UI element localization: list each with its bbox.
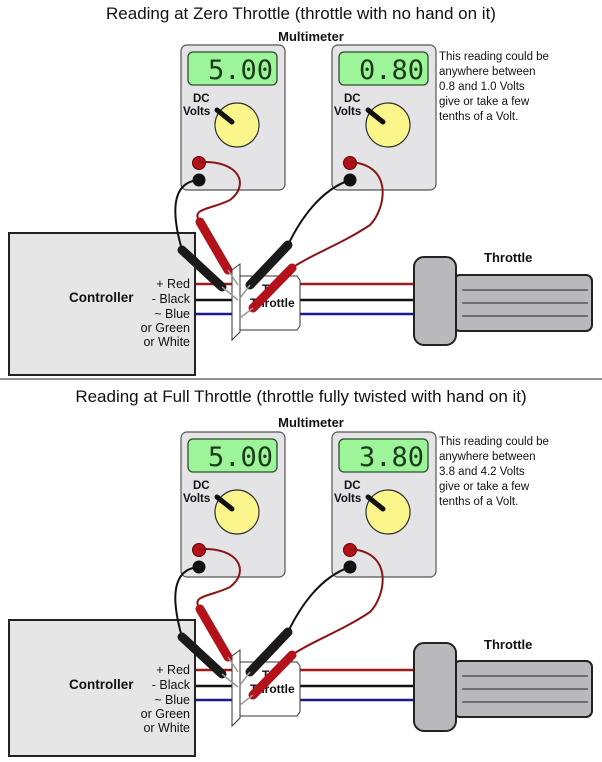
probe-red-1 (195, 217, 233, 275)
panel-full-throttle: Reading at Full Throttle (throttle fully… (8, 387, 593, 757)
dial-pointer (214, 107, 235, 125)
multimeter-heading: Multimeter (278, 415, 344, 430)
probe-black-1 (177, 245, 227, 292)
meter-mode-dc: DC (344, 480, 361, 492)
throttle-label: Throttle (484, 250, 532, 265)
probe-tip (239, 694, 254, 706)
note-line: give or take a few (439, 481, 530, 493)
meter-dial-knob[interactable] (214, 489, 260, 535)
lead-black-meter1 (174, 179, 200, 251)
controller-box (8, 232, 196, 376)
multimeter-heading: Multimeter (278, 29, 344, 44)
multimeter-signal: 0.80 DC Volts (331, 44, 437, 191)
probe-black-1 (177, 632, 227, 679)
probe-tip (239, 284, 251, 299)
dial-pointer (365, 107, 386, 125)
note-line: tenths of a Volt. (439, 496, 518, 508)
note-line: This reading could be (439, 51, 549, 63)
meter-lcd (338, 51, 429, 86)
dial-pointer (365, 494, 386, 512)
note-line: anywhere between (439, 451, 536, 463)
wire-label-red: + Red (156, 663, 190, 677)
meter-mode-volts: Volts (334, 106, 361, 118)
meter-mode-volts: Volts (334, 493, 361, 505)
meter-mode-volts: Volts (183, 493, 210, 505)
wire-label-blue: ~ Blue (154, 693, 190, 707)
lead-red-meter1 (196, 160, 241, 223)
reading-note: This reading could be anywhere between 0… (439, 51, 549, 123)
throttle-grip (413, 256, 593, 346)
reading-note: This reading could be anywhere between 3… (439, 436, 549, 508)
wire-label-red: + Red (156, 277, 190, 291)
wire-label-white: or White (143, 721, 190, 735)
meter-lcd (338, 438, 429, 473)
note-line: give or take a few (439, 96, 530, 108)
meter-mode-dc: DC (193, 480, 210, 492)
wire-label-blue: ~ Blue (154, 307, 190, 321)
controller-label: Controller (69, 677, 134, 692)
note-line: 3.8 and 4.2 Volts (439, 466, 525, 478)
lead-red-meter2 (291, 161, 384, 269)
probe-tip (221, 286, 239, 301)
wire-label-white: or White (143, 335, 190, 349)
meter-mode-volts: Volts (183, 106, 210, 118)
meter-dial-knob[interactable] (365, 489, 411, 535)
meter-mode-dc: DC (193, 93, 210, 105)
probe-red-1 (195, 604, 233, 662)
probe-tip (221, 673, 239, 688)
probe-black-2 (245, 240, 293, 290)
throttle-grip (413, 642, 593, 732)
probe-red-2 (248, 650, 297, 700)
multimeter-supply: 5.00 DC Volts (180, 44, 286, 191)
wire-label-green: or Green (141, 707, 190, 721)
lead-black-meter2 (287, 179, 351, 246)
probe-jack-red (192, 156, 206, 170)
multimeter-signal: 3.80 DC Volts (331, 431, 437, 578)
dial-pointer (214, 494, 235, 512)
note-line: anywhere between (439, 66, 536, 78)
lead-red-meter1 (196, 547, 241, 610)
wire-label-green: or Green (141, 321, 190, 335)
controller-box (8, 619, 196, 757)
meter-lcd (187, 438, 278, 473)
meter-reading: 5.00 (208, 55, 273, 86)
wire-label-black: - Black (152, 678, 191, 692)
meter-lcd (187, 51, 278, 86)
panel-title: Reading at Zero Throttle (throttle with … (106, 4, 496, 23)
note-line: tenths of a Volt. (439, 111, 518, 123)
lead-red-meter2 (291, 548, 384, 656)
panel-zero-throttle: Reading at Zero Throttle (throttle with … (8, 4, 593, 376)
meter-dial-knob[interactable] (214, 102, 260, 148)
lead-black-meter2 (287, 566, 351, 633)
meter-reading: 3.80 (359, 442, 424, 473)
probe-tip (227, 269, 239, 286)
probe-tip (239, 671, 251, 686)
probe-tip (239, 307, 254, 319)
probe-black-2 (245, 627, 293, 677)
probe-jack-red (192, 543, 206, 557)
probe-red-2 (248, 263, 297, 313)
note-line: 0.8 and 1.0 Volts (439, 81, 525, 93)
throttle-label: Throttle (484, 637, 532, 652)
meter-reading: 0.80 (359, 55, 424, 86)
lead-black-meter1 (174, 566, 200, 638)
meter-dial-knob[interactable] (365, 102, 411, 148)
throttle-connector: To Throttle (231, 263, 301, 342)
probe-tip (227, 656, 239, 673)
controller-label: Controller (69, 290, 134, 305)
meter-mode-dc: DC (344, 93, 361, 105)
panel-title: Reading at Full Throttle (throttle fully… (75, 387, 526, 406)
note-line: This reading could be (439, 436, 549, 448)
meter-reading: 5.00 (208, 442, 273, 473)
multimeter-supply: 5.00 DC Volts (180, 431, 286, 578)
wire-label-black: - Black (152, 292, 191, 306)
